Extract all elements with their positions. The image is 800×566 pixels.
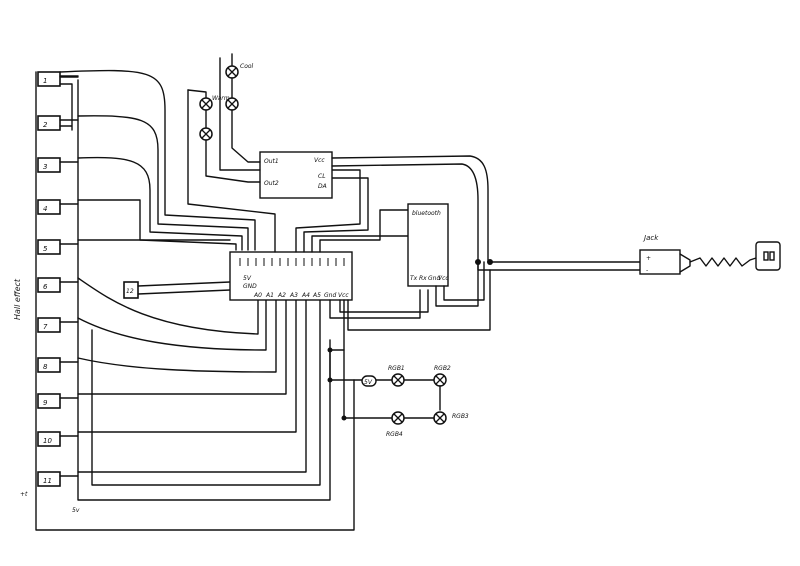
mcu-left-mark: GND (243, 283, 257, 290)
ground-label: +t (20, 491, 28, 498)
bluetooth-title: bluetooth (412, 210, 441, 217)
rgb-input-label: 5V (364, 379, 373, 386)
mcu-pin-label: A4 (301, 292, 310, 299)
bottom-5v-label: 5v (72, 507, 80, 514)
rgb-label: RGB2 (434, 365, 451, 372)
sensor-label: 4 (43, 205, 47, 213)
sensor: 2 (37, 115, 61, 131)
bluetooth-pin: Rx (419, 275, 427, 282)
left-inner-rail (91, 299, 321, 486)
power-jack: + - Jack (639, 234, 691, 275)
rgb-led-group: 5V RGB1 RGB2 RGB3 RGB4 (327, 347, 469, 438)
led-warm-string: Warm (187, 57, 276, 253)
sensor-label: 2 (43, 121, 48, 129)
mcu-pin-label: A1 (265, 292, 274, 299)
mcu-pin-label: Gnd (324, 292, 336, 299)
sensor: 5 (37, 239, 61, 255)
jack-minus: - (646, 267, 648, 274)
sensor-label: 11 (43, 477, 52, 485)
led-driver: Out1 Out2 Vcc CL DA (259, 151, 333, 199)
bluetooth-pin: Vcc (438, 275, 449, 282)
sensor-group-label: Hall effect (13, 278, 22, 320)
left-signal-rail (77, 79, 331, 501)
rgb-label: RGB4 (386, 431, 403, 438)
sensor: 3 (37, 157, 61, 173)
mcu-left-mark: 5V (243, 275, 252, 282)
side-connector-label: 12 (126, 288, 134, 295)
driver-pin-right: Vcc (314, 157, 325, 164)
sensor-label: 7 (43, 323, 48, 331)
sensor-label: 5 (43, 245, 48, 253)
rgb-label: RGB3 (452, 413, 469, 420)
microcontroller: 5V GND A0 A1 A2 A3 A4 A5 Gnd Vcc (229, 251, 353, 301)
side-connector: 12 (123, 281, 231, 299)
mcu-pin-label: A0 (253, 292, 262, 299)
left-ground-rail (35, 71, 355, 531)
sensor: 6 (37, 277, 61, 293)
rgb-label: RGB1 (388, 365, 405, 372)
sensor: 8 (37, 357, 61, 373)
mcu-pin-label: A2 (277, 292, 286, 299)
sensor: 1 (37, 71, 79, 87)
warm-label: Warm (212, 95, 230, 102)
led-cool-string: Cool (225, 53, 261, 163)
sensor: 11 (37, 471, 61, 487)
bluetooth-pin: Gnd (428, 275, 440, 282)
bluetooth-pin: Tx (410, 275, 418, 282)
sensor-label: 1 (43, 77, 47, 85)
driver-pin-left: Out1 (264, 158, 279, 165)
sensor-group: 1 2 3 4 5 6 7 8 (37, 71, 79, 487)
sensor-label: 6 (43, 283, 48, 291)
jack-plus: + (646, 255, 651, 262)
driver-pin-right: CL (318, 173, 326, 180)
sensor: 9 (37, 393, 61, 409)
cool-label: Cool (240, 63, 254, 70)
sensor-label: 8 (43, 363, 48, 371)
jack-cable (689, 257, 757, 267)
sensor-label: 9 (43, 399, 48, 407)
mcu-pin-label: A5 (312, 292, 321, 299)
sensor: 7 (37, 317, 61, 333)
driver-pin-right: DA (318, 183, 327, 190)
jack-label: Jack (642, 234, 659, 242)
driver-pin-left: Out2 (264, 180, 279, 187)
power-adapter (755, 241, 781, 271)
sensor-label: 10 (43, 437, 52, 445)
sensor-label: 3 (43, 163, 47, 171)
mcu-pin-label: Vcc (338, 292, 349, 299)
sensor: 10 (37, 431, 61, 447)
bluetooth-module: bluetooth Tx Rx Gnd Vcc (407, 203, 449, 287)
sensor: 4 (37, 199, 61, 215)
mcu-pin-label: A3 (289, 292, 298, 299)
